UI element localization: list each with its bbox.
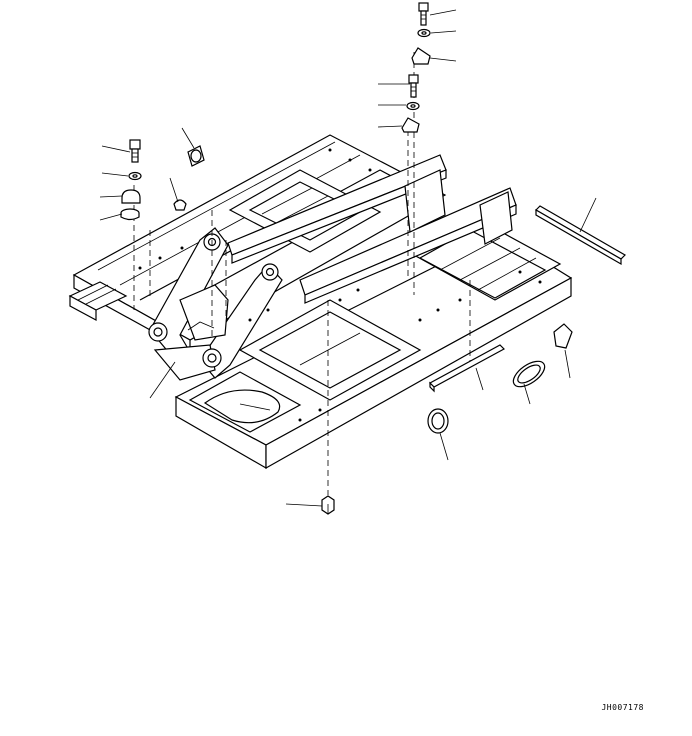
bolt-left bbox=[129, 139, 141, 163]
grommet-upper bbox=[187, 145, 205, 167]
drawing-number: JH007178 bbox=[601, 703, 644, 712]
cap-left bbox=[121, 189, 141, 204]
oval-grommet bbox=[512, 360, 546, 388]
round-grommet bbox=[427, 408, 449, 434]
leader-lines bbox=[99, 9, 597, 507]
clip bbox=[173, 199, 187, 211]
pad-right bbox=[553, 323, 573, 349]
frame-holes bbox=[138, 148, 542, 422]
bracket-middle bbox=[401, 117, 420, 133]
washer-top bbox=[417, 28, 431, 38]
boom-bracket bbox=[148, 227, 283, 381]
nut-bottom bbox=[321, 495, 335, 515]
washer-left bbox=[128, 171, 142, 181]
bolt-top bbox=[418, 2, 429, 26]
bolt-middle bbox=[408, 74, 419, 98]
rod-bottom bbox=[429, 344, 505, 393]
revolving-frame bbox=[68, 134, 573, 470]
rod-right bbox=[535, 205, 626, 266]
washer-middle bbox=[406, 101, 420, 111]
spacer-left bbox=[120, 208, 140, 221]
bracket-top bbox=[411, 47, 431, 65]
